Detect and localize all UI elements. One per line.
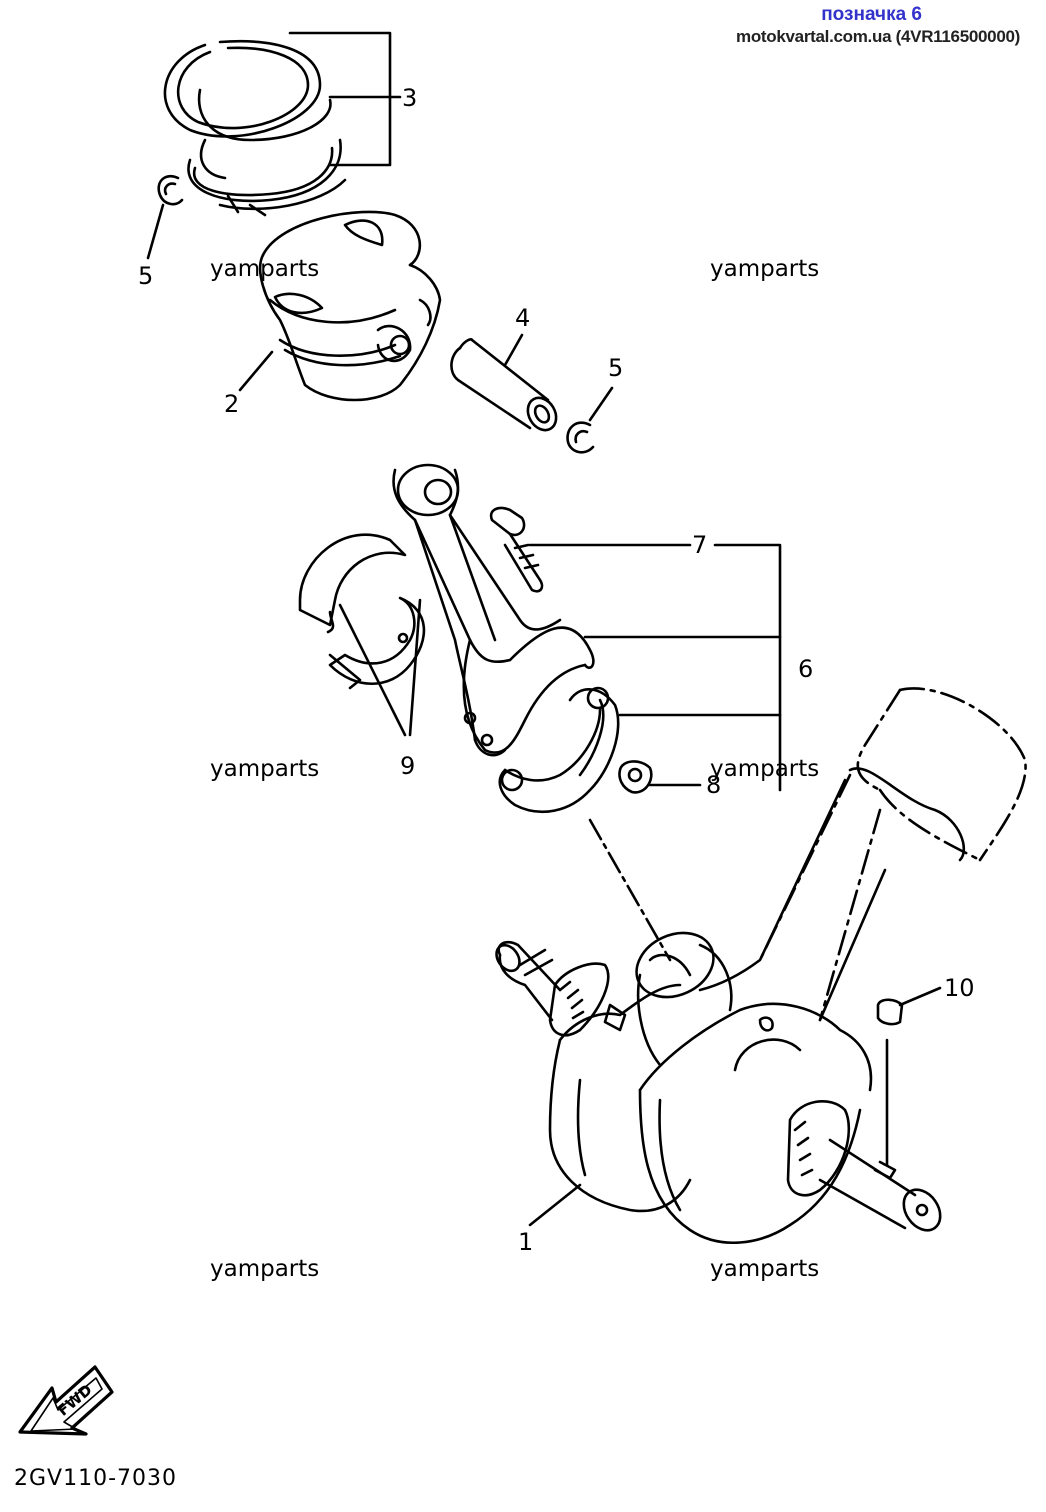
- bearing-cap-drawing: [498, 686, 782, 962]
- header-source: motokvartal.com.ua (4VR116500000): [736, 27, 1020, 46]
- diagram-code: 2GV110-7030: [14, 1466, 178, 1491]
- watermark: yamparts: [710, 256, 820, 282]
- header-label: позначка 6: [821, 4, 922, 25]
- watermark: yamparts: [710, 756, 820, 782]
- circlip-right-drawing: [566, 386, 614, 454]
- nut-drawing: [618, 760, 702, 794]
- watermark: yamparts: [710, 1256, 820, 1282]
- watermark: yamparts: [210, 1256, 320, 1282]
- circlip-left-drawing: [146, 174, 184, 260]
- bearing-shells-upper-drawing: [298, 533, 426, 737]
- callout-7: 7: [692, 531, 708, 559]
- callout-1: 1: [518, 1228, 534, 1256]
- callout-9: 9: [400, 752, 416, 780]
- callout-3: 3: [402, 84, 418, 112]
- callout-5-right: 5: [608, 354, 624, 382]
- piston-drawing: [238, 210, 442, 402]
- piston-pin-drawing: [450, 333, 558, 432]
- piston-rings-drawing: [163, 40, 347, 217]
- watermark: yamparts: [210, 256, 320, 282]
- callout-8: 8: [706, 771, 722, 799]
- callout-10: 10: [944, 974, 975, 1002]
- crankshaft-drawing: [495, 931, 942, 1245]
- callout-5-left: 5: [138, 262, 154, 290]
- phantom-assembly-drawing: [758, 687, 1027, 1022]
- conrod-bolt-drawing: [489, 506, 782, 792]
- fwd-arrow-drawing: [18, 1365, 114, 1436]
- callout-6: 6: [798, 655, 814, 683]
- bracket-3: [288, 31, 402, 167]
- phantom-rod-solid-drawing: [698, 767, 966, 1022]
- callout-4: 4: [515, 304, 531, 332]
- woodruff-key-drawing: [876, 986, 942, 1026]
- connecting-rod-drawing: [392, 463, 782, 757]
- callout-2: 2: [224, 390, 240, 418]
- watermark: yamparts: [210, 756, 320, 782]
